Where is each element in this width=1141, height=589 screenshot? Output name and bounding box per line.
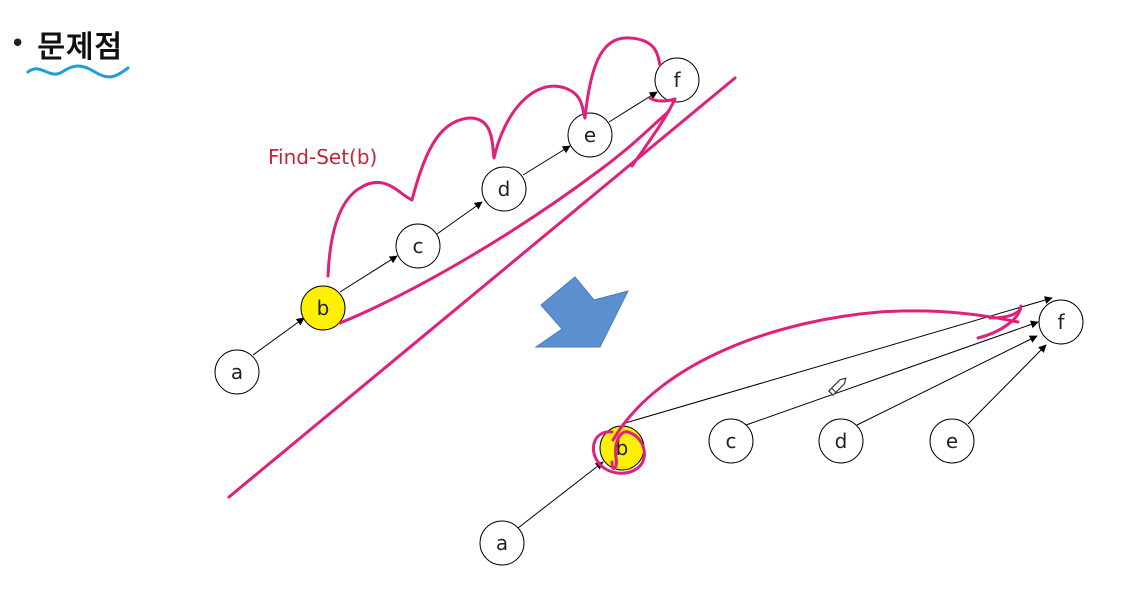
- edge-c2-f2: [745, 320, 1039, 426]
- after-node-c-label: c: [726, 429, 737, 453]
- edge-b2-f2: [621, 296, 1053, 425]
- after-node-f: f: [1038, 299, 1084, 345]
- before-node-e-label: e: [584, 123, 596, 147]
- before-node-a-label: a: [231, 360, 243, 384]
- after-node-d-label: d: [835, 429, 848, 453]
- cursor-pen-icon: [827, 377, 847, 397]
- down-right-arrow-icon: [534, 276, 629, 348]
- edge-b-c: [339, 255, 398, 293]
- before-node-c: c: [395, 223, 441, 269]
- after-node-a-label: a: [496, 531, 508, 555]
- bullet-icon: •: [10, 29, 26, 59]
- title-underline-squiggle: [26, 64, 130, 79]
- edge-c-d: [436, 201, 483, 235]
- ink-curve-after: [611, 304, 1023, 442]
- before-node-d-label: d: [498, 177, 511, 201]
- before-tree-nodes: a b c d e f: [214, 57, 700, 395]
- before-node-b-label: b: [317, 296, 330, 320]
- after-node-b-label: b: [616, 436, 629, 460]
- edge-d2-f2: [856, 335, 1038, 426]
- after-node-f-label: f: [1057, 310, 1065, 334]
- edge-a-b: [252, 317, 305, 356]
- ink-return-path: [338, 96, 677, 325]
- after-node-e-label: e: [946, 429, 958, 453]
- before-node-a: a: [214, 349, 260, 395]
- before-node-c-label: c: [413, 234, 424, 258]
- after-node-b: b: [599, 425, 645, 471]
- edge-e-f: [608, 91, 658, 123]
- edge-e2-f2: [967, 344, 1047, 425]
- after-node-c: c: [708, 418, 754, 464]
- title-text: 문제점: [37, 30, 124, 65]
- before-node-f: f: [654, 57, 700, 103]
- before-node-e: e: [567, 112, 613, 158]
- before-tree-edges: [252, 91, 658, 356]
- ink-diagonal-divider: [227, 76, 737, 499]
- before-node-f-label: f: [673, 68, 681, 92]
- after-tree-nodes: a b c d e f: [479, 299, 1084, 566]
- edge-d-e: [522, 145, 571, 176]
- ink-hops-before: [326, 36, 662, 278]
- edge-a2-b2: [517, 461, 604, 529]
- after-node-d: d: [818, 418, 864, 464]
- slide-title: • 문제점: [10, 22, 123, 66]
- after-node-a: a: [479, 520, 525, 566]
- ink-scribble-b: [592, 430, 646, 475]
- before-node-b: b: [300, 285, 346, 331]
- find-set-label: Find-Set(b): [268, 145, 377, 169]
- after-node-e: e: [929, 418, 975, 464]
- after-tree-edges: [517, 296, 1053, 529]
- before-node-d: d: [481, 166, 527, 212]
